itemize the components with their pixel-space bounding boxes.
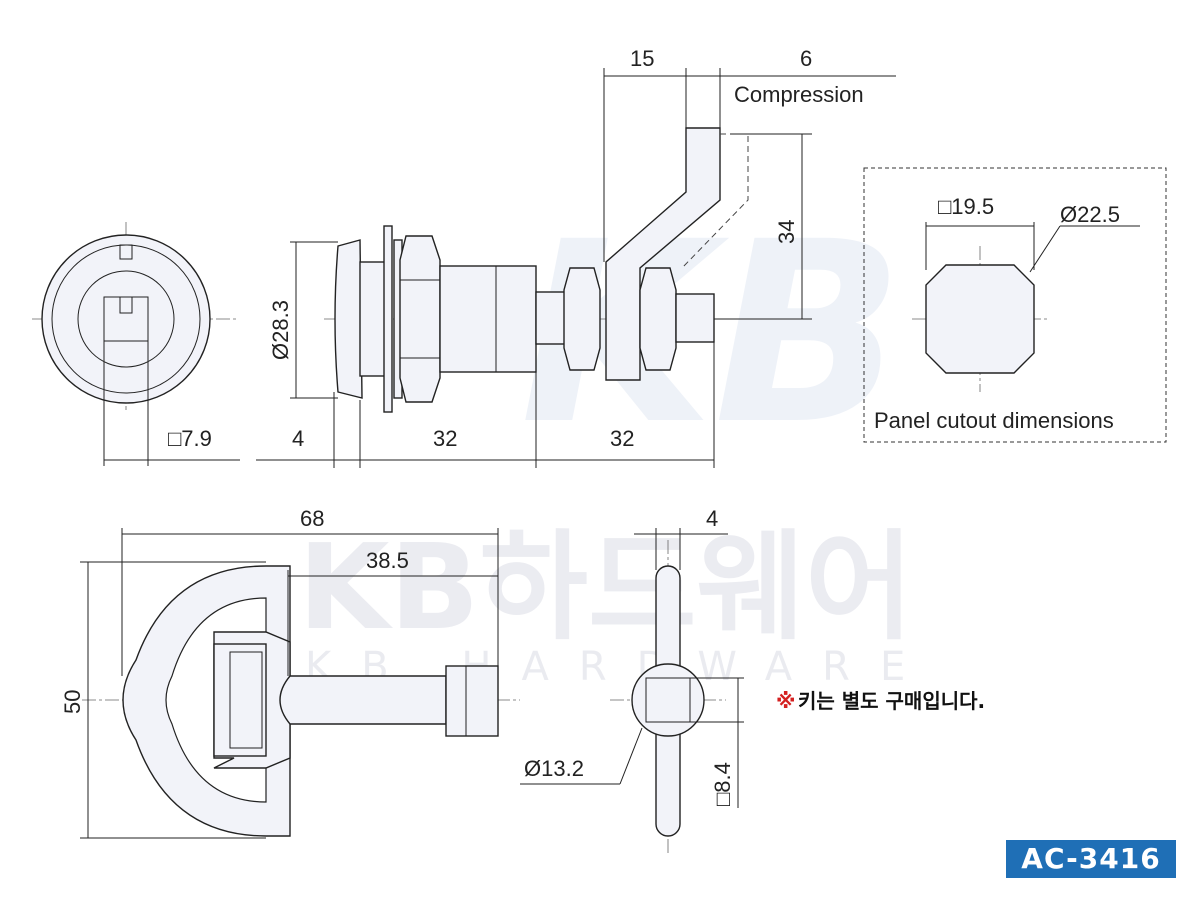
cutout-square-dim: □19.5 — [938, 194, 994, 219]
cutout-label: Panel cutout dimensions — [874, 408, 1114, 433]
dim-6: 6 — [800, 46, 812, 71]
dim-square-7-9: □7.9 — [168, 426, 212, 451]
dim-dia-28-3: Ø28.3 — [268, 300, 293, 360]
key-dim-50: 50 — [60, 690, 85, 714]
dim-15: 15 — [630, 46, 654, 71]
key-dim-68: 68 — [300, 506, 324, 531]
side-view: 15 6 Compression 34 Ø28.3 4 32 32 — [256, 46, 896, 468]
panel-cutout: □19.5 Ø22.5 Panel cutout dimensions — [863, 167, 1167, 443]
key-end-view: 4 □8.4 Ø13.2 — [520, 506, 744, 856]
key-dim-4: 4 — [706, 506, 718, 531]
key-dim-38-5: 38.5 — [366, 548, 409, 573]
dim-32-body: 32 — [433, 426, 457, 451]
note-mark: ※ — [776, 689, 795, 713]
key-dim-square-8-4: □8.4 — [710, 762, 735, 806]
dim-32-cam: 32 — [610, 426, 634, 451]
dim-compression-label: Compression — [734, 82, 864, 107]
dim-4: 4 — [292, 426, 304, 451]
part-number-badge: AC-3416 — [1006, 840, 1176, 878]
watermark-brand-korean: KB하드웨어 — [298, 518, 914, 656]
key-view: 68 38.5 50 — [60, 506, 520, 839]
key-note: ※ 키는 별도 구매입니다. — [776, 689, 985, 713]
front-view: □7.9 — [32, 222, 240, 466]
note-text: 키는 별도 구매입니다. — [798, 689, 985, 713]
cutout-dia-dim: Ø22.5 — [1060, 202, 1120, 227]
key-dim-dia-13-2: Ø13.2 — [524, 756, 584, 781]
dim-34: 34 — [774, 220, 799, 244]
